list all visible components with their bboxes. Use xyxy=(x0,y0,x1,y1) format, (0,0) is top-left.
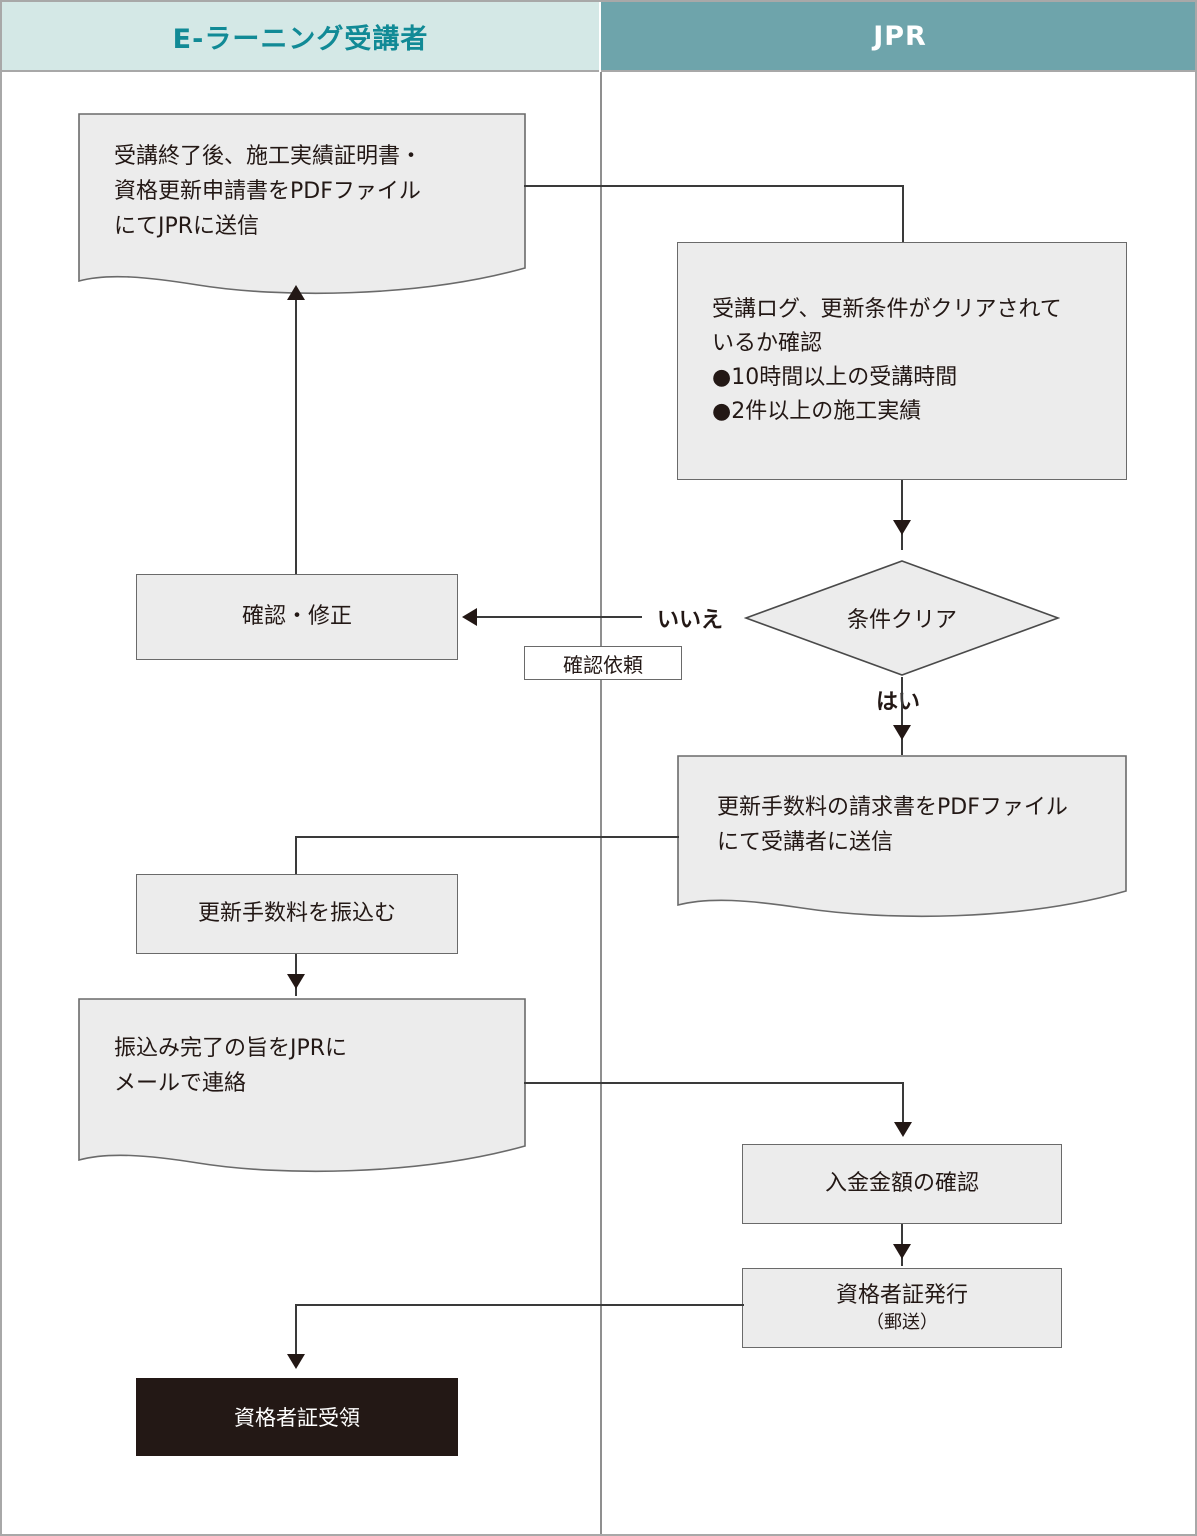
edge-label-no: いいえ xyxy=(657,608,724,633)
node-verify-amount: 入金金額の確認 xyxy=(742,1144,1062,1224)
connector-notify-to-verify-horizontal xyxy=(524,1082,904,1084)
tag-request-confirmation: 確認依頼 xyxy=(524,646,682,680)
node-send-invoice-label: 更新手数料の請求書をPDFファイル にて受講者に送信 xyxy=(717,795,1068,855)
connector-invoice-to-pay-vertical xyxy=(295,836,297,874)
document-shape-icon xyxy=(78,998,526,1173)
node-decision-condition: 条件クリア xyxy=(744,559,1060,677)
lane-header-learner-label: E-ラーニング受講者 xyxy=(172,23,429,55)
node-send-invoice: 更新手数料の請求書をPDFファイル にて受講者に送信 xyxy=(677,755,1127,918)
node-submit-documents-label: 受講終了後、施工実績証明書・ 資格更新申請書をPDFファイル にてJPRに送信 xyxy=(114,144,423,239)
node-check-log: 受講ログ、更新条件がクリアされて いるか確認 ●10時間以上の受講時間 ●2件以… xyxy=(677,242,1127,480)
diamond-shape-icon xyxy=(744,560,1060,676)
connector-issue-to-receive-horizontal xyxy=(295,1304,744,1306)
connector-issue-to-receive-vertical xyxy=(295,1304,297,1366)
arrow-left-to-confirm-fix-icon xyxy=(462,608,477,626)
lane-divider xyxy=(600,72,602,1534)
edge-label-yes: はい xyxy=(876,690,921,715)
connector-submit-to-check-horizontal xyxy=(524,185,904,187)
connector-check-to-decision xyxy=(901,480,903,550)
lane-header-learner: E-ラーニング受講者 xyxy=(2,2,599,72)
connector-notify-to-verify-vertical xyxy=(902,1082,904,1134)
node-receive-certificate: 資格者証受領 xyxy=(136,1378,458,1456)
arrow-down-to-verify-icon xyxy=(894,1122,912,1137)
node-issue-certificate-sublabel: （郵送） xyxy=(866,1311,938,1333)
arrow-down-to-invoice-icon xyxy=(893,725,911,740)
node-notify-payment-label: 振込み完了の旨をJPRに メールで連絡 xyxy=(114,1036,348,1096)
arrow-up-to-submit-icon xyxy=(287,285,305,300)
node-check-log-label: 受講ログ、更新条件がクリアされて いるか確認 ●10時間以上の受講時間 ●2件以… xyxy=(712,296,1062,425)
arrow-down-to-receive-icon xyxy=(287,1354,305,1369)
arrow-down-to-notify-icon xyxy=(287,974,305,989)
node-receive-certificate-label: 資格者証受領 xyxy=(234,1406,360,1430)
connector-invoice-to-pay-horizontal xyxy=(295,836,679,838)
connector-decision-yes xyxy=(901,677,903,755)
document-shape-icon xyxy=(78,113,526,295)
node-submit-documents: 受講終了後、施工実績証明書・ 資格更新申請書をPDFファイル にてJPRに送信 xyxy=(78,113,526,295)
lane-header-jpr-label: JPR xyxy=(873,20,927,52)
node-issue-certificate: 資格者証発行 （郵送） xyxy=(742,1268,1062,1348)
node-verify-amount-label: 入金金額の確認 xyxy=(824,1170,979,1196)
node-pay-fee-label: 更新手数料を振込む xyxy=(197,900,396,926)
node-pay-fee: 更新手数料を振込む xyxy=(136,874,458,954)
arrow-down-to-decision-icon xyxy=(893,520,911,535)
node-confirm-fix-label: 確認・修正 xyxy=(241,603,352,629)
node-notify-payment: 振込み完了の旨をJPRに メールで連絡 xyxy=(78,998,526,1173)
node-issue-certificate-label: 資格者証発行 xyxy=(835,1283,968,1308)
document-shape-icon xyxy=(677,755,1127,918)
node-decision-condition-label: 条件クリア xyxy=(846,608,957,633)
tag-request-confirmation-label: 確認依頼 xyxy=(563,652,643,677)
lane-header-jpr: JPR xyxy=(601,2,1195,72)
node-confirm-fix: 確認・修正 xyxy=(136,574,458,660)
arrow-down-to-issue-icon xyxy=(893,1244,911,1259)
connector-submit-to-check-vertical xyxy=(902,185,904,242)
connector-decision-no xyxy=(477,616,642,618)
connector-confirm-fix-to-submit xyxy=(295,291,297,574)
